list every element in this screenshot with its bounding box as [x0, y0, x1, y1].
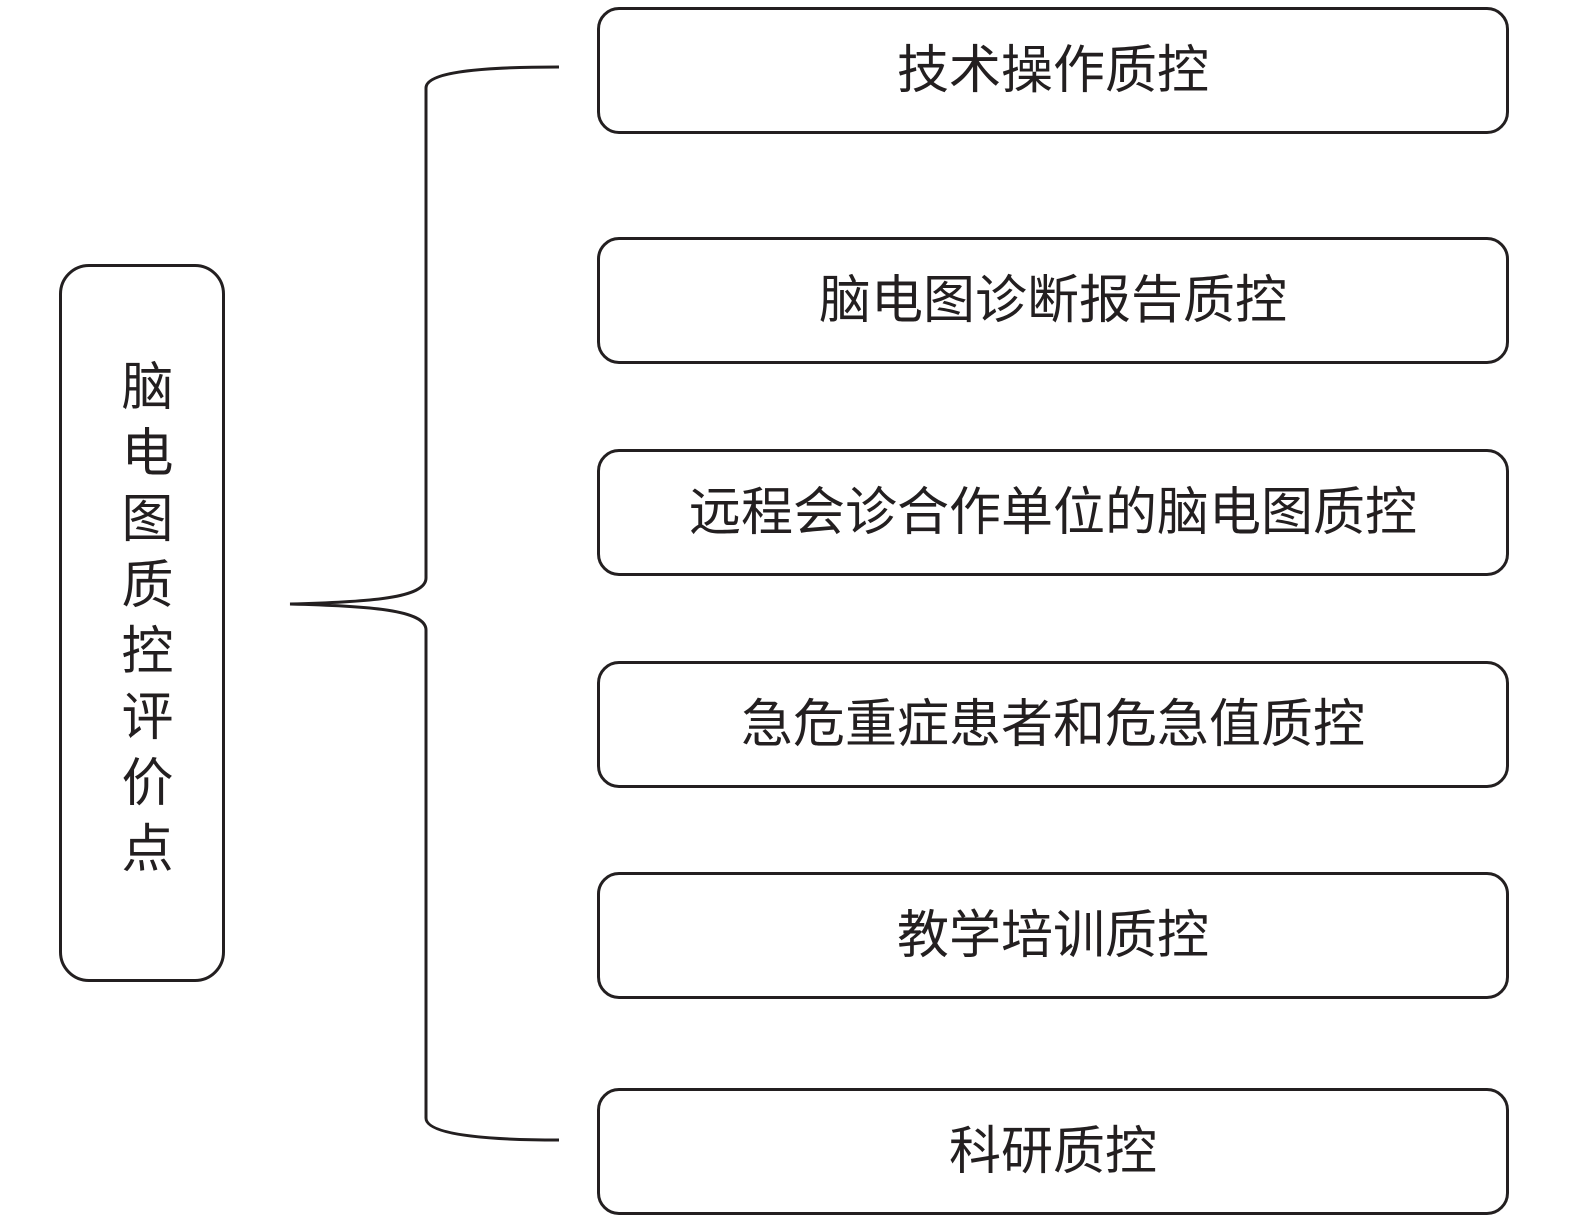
child-node-technical-operation: 技术操作质控: [597, 7, 1509, 134]
child-node-label: 脑电图诊断报告质控: [818, 270, 1287, 331]
child-node-eeg-report: 脑电图诊断报告质控: [597, 237, 1509, 364]
root-node: 脑电图质控评价点: [59, 264, 225, 982]
child-node-label: 科研质控: [948, 1121, 1157, 1182]
child-node-label: 技术操作质控: [896, 40, 1209, 101]
child-node-label: 教学培训质控: [896, 905, 1209, 966]
child-node-teaching-training: 教学培训质控: [597, 872, 1509, 999]
child-node-research: 科研质控: [597, 1088, 1509, 1215]
root-node-label: 脑电图质控评价点: [112, 359, 172, 887]
child-node-critical-patients: 急危重症患者和危急值质控: [597, 661, 1509, 788]
child-node-label: 远程会诊合作单位的脑电图质控: [688, 482, 1417, 543]
brace-path: [289, 65, 560, 1142]
child-node-label: 急危重症患者和危急值质控: [740, 694, 1365, 755]
child-node-remote-consultation: 远程会诊合作单位的脑电图质控: [597, 449, 1509, 576]
